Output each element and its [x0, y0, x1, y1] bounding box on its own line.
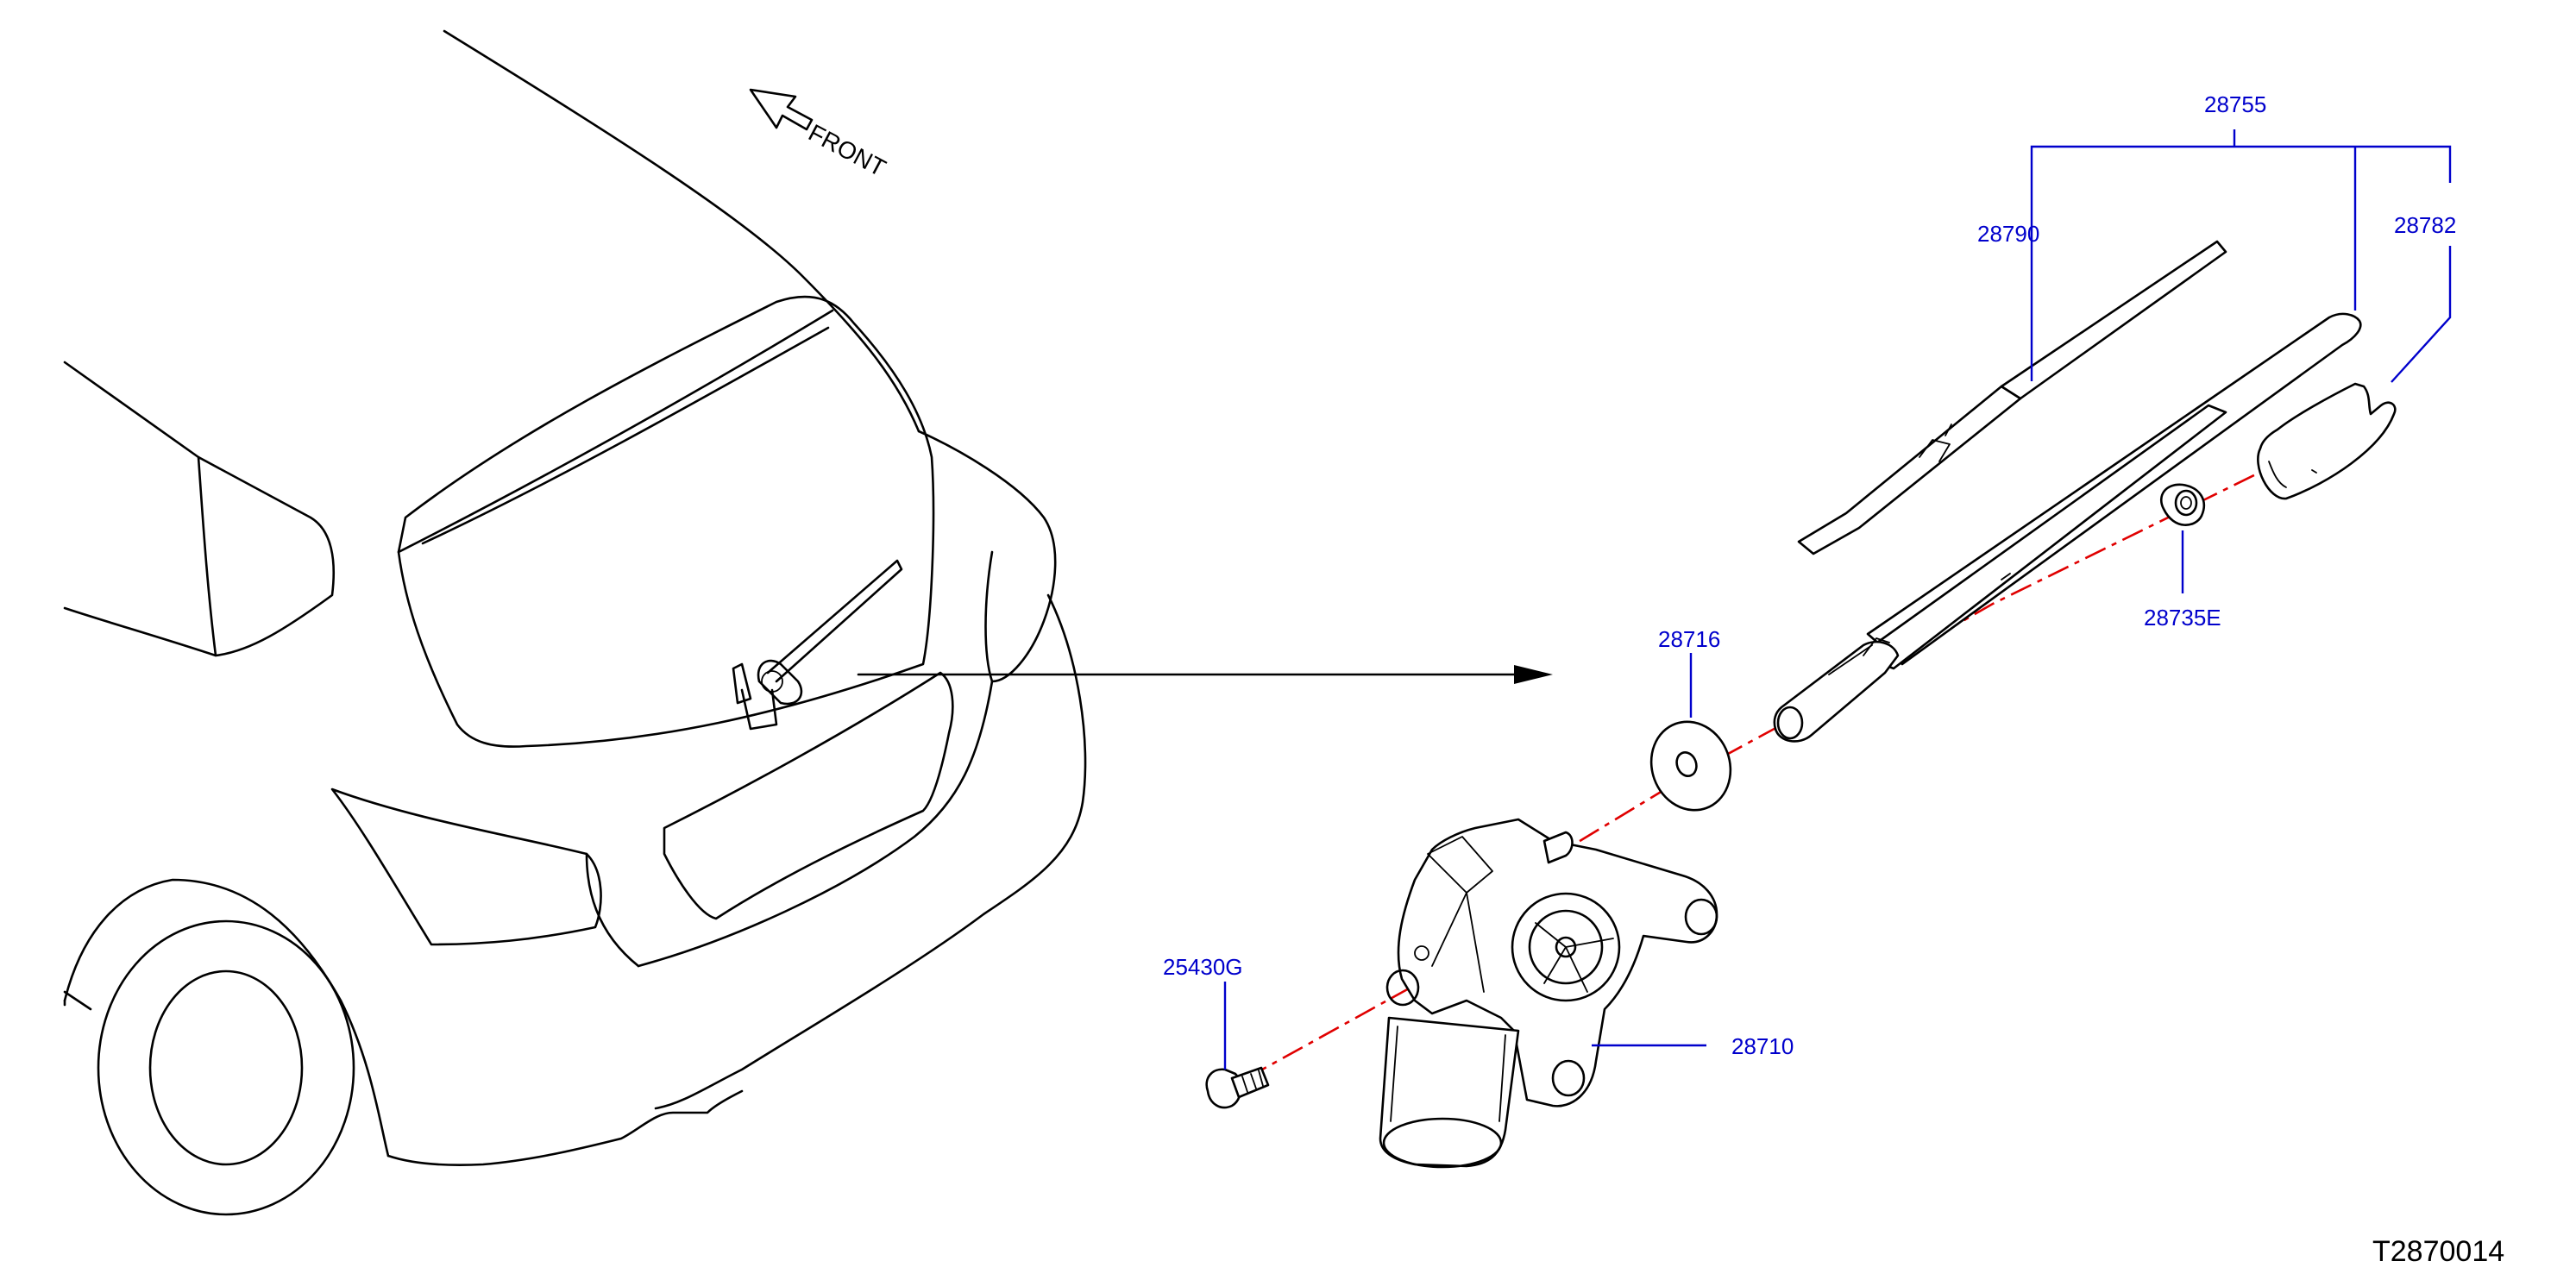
front-direction-indicator: FRONT — [749, 88, 890, 182]
part-number-arm-assembly[interactable]: 28755 — [2204, 91, 2266, 117]
bolt — [1205, 1066, 1270, 1109]
part-number-motor[interactable]: 28710 — [1731, 1033, 1794, 1059]
part-number-nut[interactable]: 28735E — [2144, 605, 2221, 631]
part-number-blade[interactable]: 28790 — [1977, 221, 2039, 247]
wiper-motor — [1379, 818, 1718, 1169]
part-number-washer[interactable]: 28716 — [1658, 626, 1720, 652]
part-number-bolt[interactable]: 25430G — [1163, 954, 1243, 980]
wiper-cap — [2257, 382, 2397, 500]
leader-lines — [1223, 129, 2452, 1070]
part-number-labels: 28755 28790 28782 28716 28735E 25430G 28… — [1163, 91, 2456, 1059]
part-number-cap[interactable]: 28782 — [2394, 212, 2456, 238]
wiper-arm — [1773, 312, 2362, 743]
washer — [1649, 720, 1732, 812]
wiper-blade — [1797, 240, 2227, 555]
vehicle-outline — [63, 29, 1087, 1216]
detail-pointer-arrow — [857, 665, 1553, 684]
vehicle-wiper-sketch — [732, 559, 903, 731]
nut — [2159, 483, 2206, 526]
assembly-centerlines — [1246, 468, 2265, 1080]
diagram-code: T2870014 — [2372, 1235, 2504, 1268]
front-label: FRONT — [804, 119, 890, 182]
front-arrow-icon — [749, 88, 814, 131]
